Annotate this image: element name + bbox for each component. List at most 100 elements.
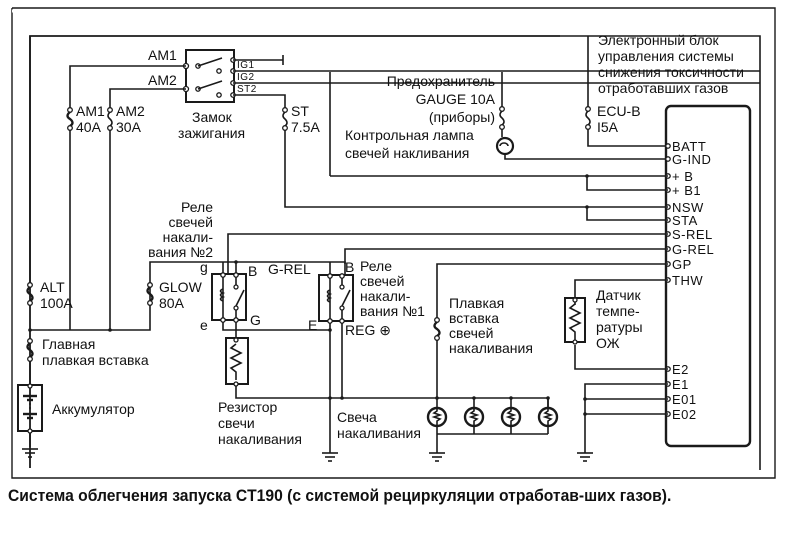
relay2-label-line4: вания №2 [148,244,213,260]
fuse-glow-rating: 80A [159,295,185,311]
relay-wires [149,260,346,453]
glow-fusible-link-line3: свечей [449,325,494,341]
ecu-pin-label: GP [672,257,692,272]
relay2-terminal-b: B [248,263,257,279]
glow-plugs [426,396,559,453]
glow-resistor-line1: Резистор [218,399,277,415]
ig1-terminal-label: IG1 [237,60,255,71]
ecu-pin-label: + B1 [672,183,701,198]
temp-sensor-line2: темпе- [596,303,640,319]
ignition-switch-label-line2: зажигания [178,125,245,141]
ground-icon [429,452,445,462]
ecu-title-line1: Электронный блок [598,32,720,48]
indicator-lamp-line2: свечей накливания [345,145,469,161]
ecu-pin-label: E02 [672,407,697,422]
glow-plug-line2: накаливания [337,425,421,441]
ground-icon [322,452,338,462]
fuse-st-rating: 7.5A [291,119,320,135]
battery: Аккумулятор [17,383,135,447]
glow-fusible-link-line2: вставка [449,310,499,326]
relay2-terminal-e: e [200,317,208,333]
glow-resistor-line2: свечи [218,415,255,431]
ecu-wires [227,174,668,453]
glow-fusible-link-line4: накаливания [449,340,533,356]
fuse-am1-name: AM1 [76,103,105,119]
ground-icon [22,448,38,458]
glow-resistor-line3: накаливания [218,431,302,447]
ig2-terminal-label: IG2 [237,72,255,83]
glow-fusible-link-line1: Плавкая [449,295,504,311]
ecu-ground-icon [577,452,593,462]
gauge-fuse-line2: GAUGE 10A [416,91,496,107]
relay1-label-line3: накали- [360,288,411,304]
figure-caption: Система облегчения запуска CT190 (с сист… [8,486,672,505]
am1-terminal-label: AM1 [148,47,177,63]
main-fusible-link-line2: плавкая вставка [42,352,149,368]
relay2-label-line1: Реле [181,199,213,215]
ecu-title-line3: снижения токсичности [598,64,744,80]
relay1-label-line4: вания №1 [360,303,425,319]
ecu-box [664,104,752,448]
resistor-icon [229,343,243,380]
ecu-pin-label: NSW [672,200,704,215]
ecu-pin-label: G-IND [672,152,711,167]
ecu-pin-label: THW [672,273,703,288]
fuse-ecu-b-rating: I5A [597,119,619,135]
temp-sensor-line3: ратуры [596,319,643,335]
resistor-icon [568,303,582,340]
g-rel-wire-label: G-REL [268,261,311,277]
ignition-switch: AM1 AM2 IG1 IG2 ST2 Замок зажигания [148,47,257,141]
ecu-pin-label: E01 [672,392,697,407]
fuse-alt-name: ALT [40,279,65,295]
glow-fusible-link: Плавкая вставка свечей накаливания [433,295,533,398]
relay-coil-icon [326,289,333,303]
ecu-title-line4: отработавших газов [598,80,728,96]
relay1-label-line1: Реле [360,258,392,274]
coolant-temp-sensor: Датчик темпе- ратуры ОЖ [564,287,643,351]
temp-sensor-line1: Датчик [596,287,641,303]
fuse-ecu-b-name: ECU-B [597,103,641,119]
fuse-alt: ALT 100A [26,279,73,311]
fuse-ecu-b: ECU-B I5A [585,36,668,147]
fuse-alt-rating: 100A [40,295,73,311]
glow-plug-line1: Свеча [337,409,377,425]
fuse-am1-rating: 40A [76,119,102,135]
glow-relay-2: g B e G Реле свечей накали- вания №2 [148,199,261,333]
indicator-lamp-line1: Контрольная лампа [345,127,474,143]
fuse-am1: AM1 40A [66,103,105,330]
relay-coil-icon [219,288,226,302]
ecu-pin-label: STA [672,213,698,228]
relay2-terminal-g-out: G [250,312,261,328]
ecu-pin-label: G-REL [672,242,714,257]
gauge-fuse-line3: (приборы) [429,109,495,125]
ecu-pin-node [665,156,671,162]
fuse-st: ST 7.5A [282,103,588,208]
fuse-am2-rating: 30A [116,119,142,135]
ecu-pin-label: E2 [672,362,689,377]
ignition-wires [69,55,760,108]
main-fusible-link-line1: Главная [42,336,95,352]
fuse-am2: AM2 30A [107,103,145,330]
relay1-terminal-b: B [345,259,354,275]
glow-plug-label: Свеча накаливания [337,409,421,441]
main-fusible-link: Главная плавкая вставка [26,336,149,385]
glow-relay-1: B E REG ⊕ G-REL Реле свечей накали- вани… [268,258,425,338]
ecu-pin-label: BATT [672,139,706,154]
fuse-glow: GLOW 80A [30,279,203,331]
st2-terminal-label: ST2 [237,84,257,95]
battery-label: Аккумулятор [52,401,135,417]
fuse-am2-name: AM2 [116,103,145,119]
gauge-fuse-and-lamp: Предохранитель GAUGE 10A (приборы) Контр… [329,72,668,177]
ecu-title: Электронный блок управления системы сниж… [598,32,744,96]
gauge-fuse-line1: Предохранитель [387,73,495,89]
relay1-terminal-reg: REG ⊕ [345,322,391,338]
ecu-title-line2: управления системы [598,48,734,64]
am2-terminal-label: AM2 [148,72,177,88]
ignition-switch-label-line1: Замок [192,109,233,125]
relay2-terminal-g: g [200,259,208,275]
ecu-pin-label: S-REL [672,227,713,242]
relay1-terminal-e: E [308,317,317,333]
fuse-st-name: ST [291,103,309,119]
